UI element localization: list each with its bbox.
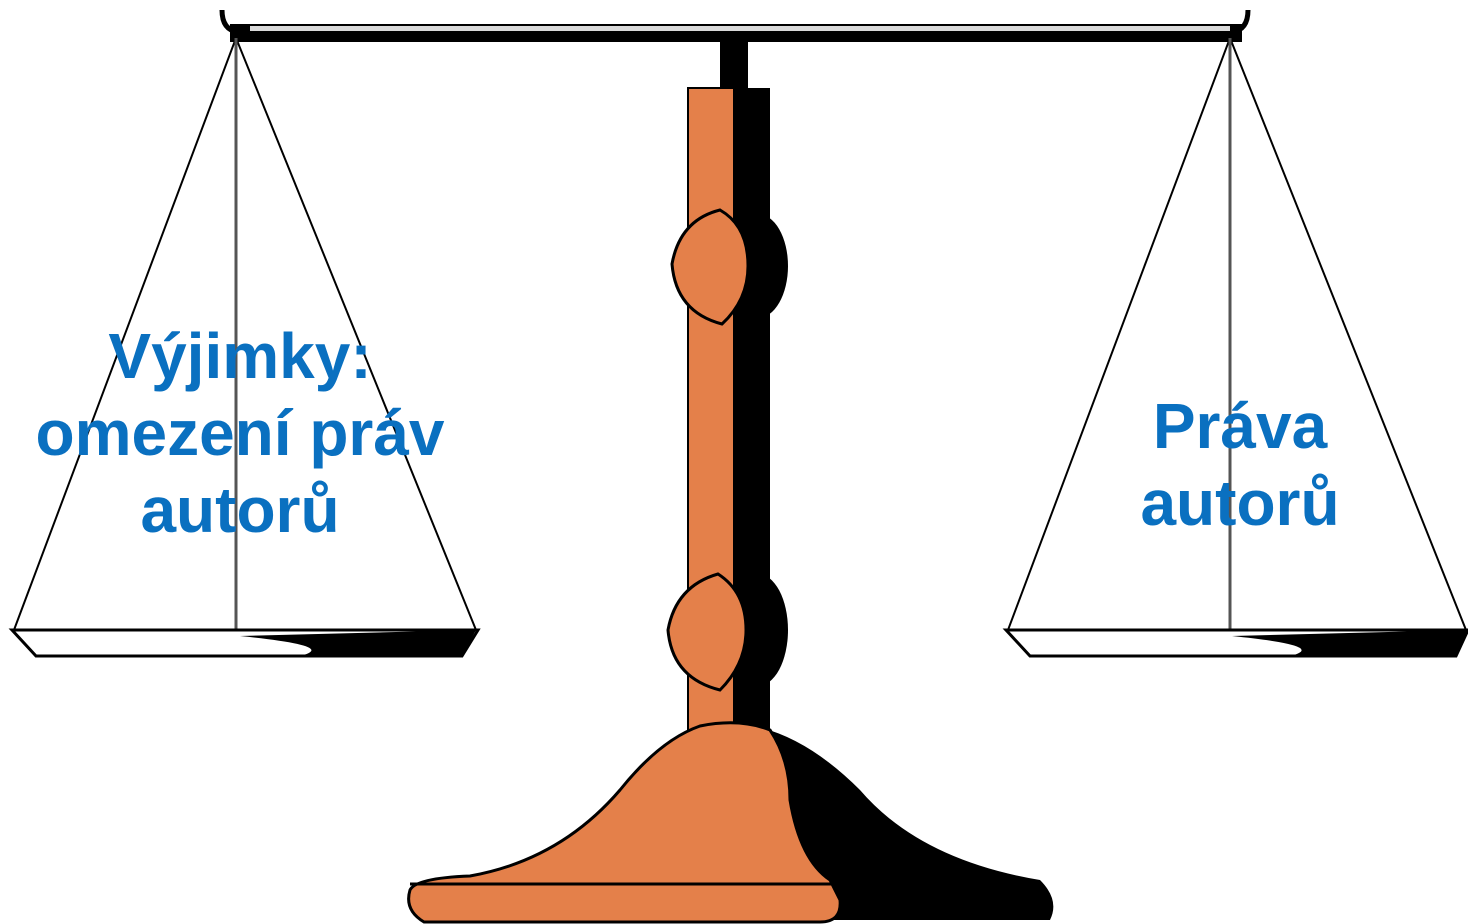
right-pan-line-2: autorů xyxy=(1090,465,1390,542)
scale-beam xyxy=(222,10,1248,92)
scale-base xyxy=(409,723,1054,922)
left-pan-line-1: Výjimky: xyxy=(20,318,460,395)
left-pan-line-2: omezení práv xyxy=(20,395,460,472)
right-pan xyxy=(1006,38,1468,656)
scale-post xyxy=(668,88,788,748)
right-pan-line-1: Práva xyxy=(1090,388,1390,465)
left-pan-line-3: autorů xyxy=(20,472,460,549)
right-pan-label: Práva autorů xyxy=(1090,388,1390,542)
left-pan-label: Výjimky: omezení práv autorů xyxy=(20,318,460,548)
